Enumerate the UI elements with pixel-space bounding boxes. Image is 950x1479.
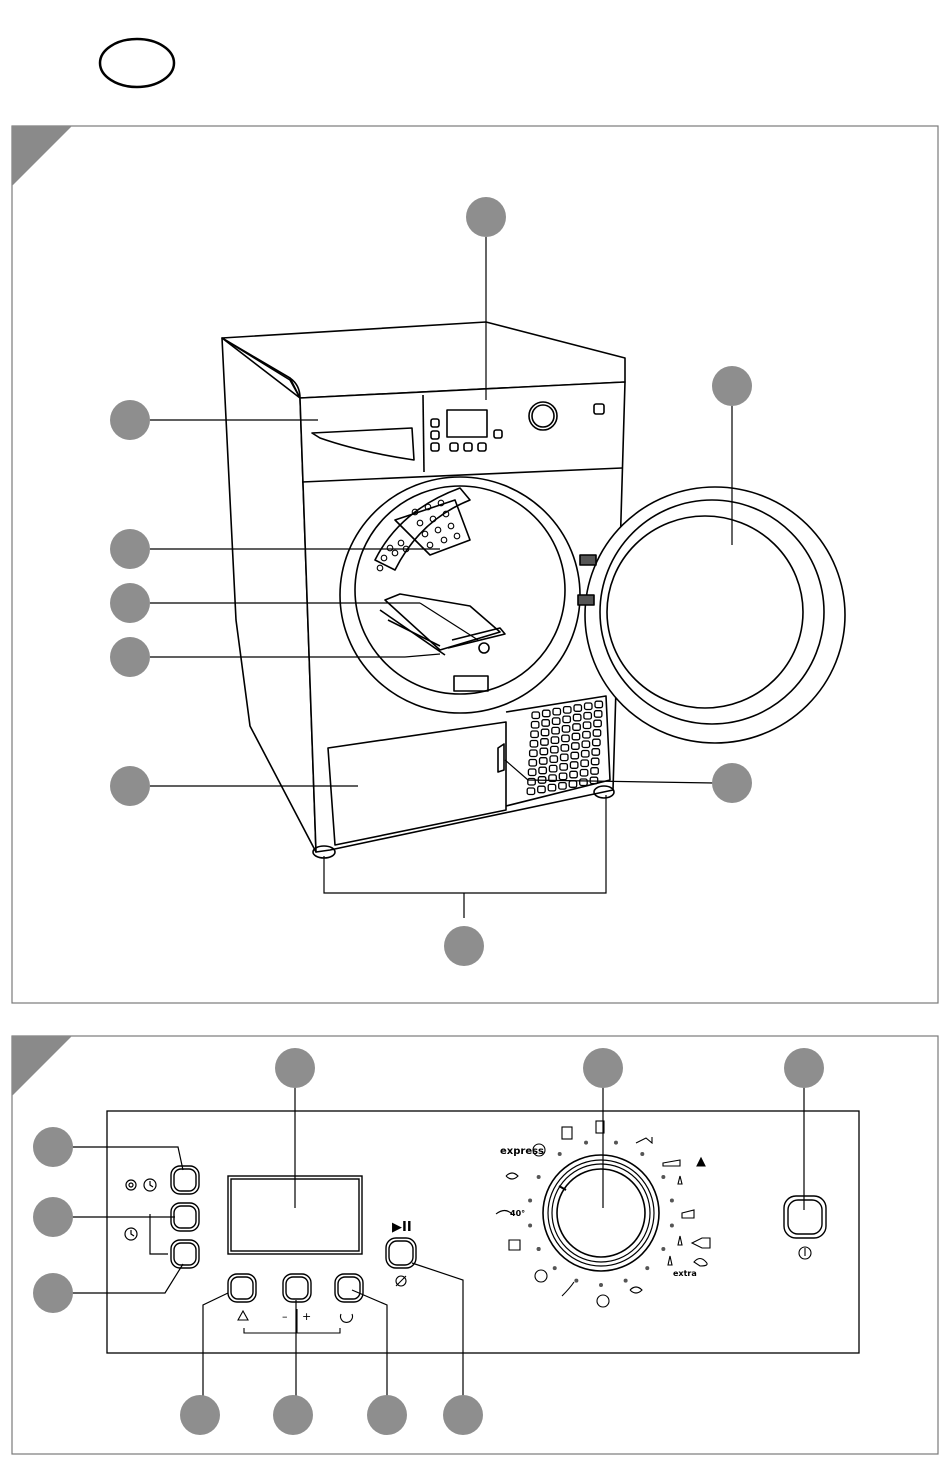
callout-circle: [110, 400, 150, 440]
time-button-1[interactable]: [171, 1203, 199, 1231]
start-pause-button[interactable]: [386, 1238, 416, 1268]
dial-mark: [670, 1224, 674, 1228]
program-dial[interactable]: [543, 1155, 659, 1271]
callout-circle: [33, 1127, 73, 1167]
dryness-icon: [126, 1179, 156, 1191]
express-label: express: [500, 1146, 544, 1157]
callout-circle: [443, 1395, 483, 1435]
dial-mark: [537, 1247, 541, 1251]
callout-circle: [784, 1048, 824, 1088]
dial-mark: [574, 1279, 578, 1283]
dial-mark: [661, 1175, 665, 1179]
dial-mark: [645, 1266, 649, 1270]
callout-circle: [367, 1395, 407, 1435]
dial-mark: [614, 1141, 618, 1145]
bottom-icons: [238, 1309, 353, 1333]
dial-mark: [537, 1175, 541, 1179]
bottom-buttons[interactable]: [228, 1274, 363, 1302]
power-button[interactable]: [784, 1196, 826, 1238]
callout-circle: [583, 1048, 623, 1088]
dryness-time-button[interactable]: [171, 1166, 199, 1194]
callout-circle: [33, 1197, 73, 1237]
time-button-2[interactable]: [171, 1240, 199, 1268]
dryer-illustration: [222, 322, 845, 858]
left-buttons[interactable]: [171, 1166, 199, 1268]
language-badge: [100, 39, 174, 87]
figure-a-corner: [12, 126, 72, 186]
callout-circle: [110, 529, 150, 569]
wool-temp-label: 40°: [510, 1209, 525, 1218]
dial-mark: [670, 1198, 674, 1202]
callout-circle: [180, 1395, 220, 1435]
dial-mark: [624, 1279, 628, 1283]
dial-mark: [558, 1152, 562, 1156]
clock-icon: [125, 1228, 137, 1240]
extra-label: extra: [673, 1269, 697, 1278]
control-panel: [107, 1111, 859, 1353]
callout-circle: [466, 197, 506, 237]
dial-mark: [528, 1224, 532, 1228]
dial-mark: [599, 1283, 603, 1287]
figure-a: [12, 126, 938, 1003]
callout-circle: [712, 366, 752, 406]
figure-b-corner: [12, 1036, 72, 1096]
callout-circle: [110, 583, 150, 623]
callout-circle: [275, 1048, 315, 1088]
play-pause-mark: ▶II: [392, 1220, 412, 1235]
figure-b-callouts: [33, 1048, 824, 1435]
callout-circle: [33, 1273, 73, 1313]
dial-mark: [528, 1198, 532, 1202]
level-button[interactable]: [283, 1274, 311, 1302]
figure-b: – + ▶II: [12, 1036, 938, 1454]
callout-circle: [110, 637, 150, 677]
anticrease-button[interactable]: [335, 1274, 363, 1302]
callout-circle: [712, 763, 752, 803]
buzzer-button[interactable]: [228, 1274, 256, 1302]
delay-icon: [396, 1276, 406, 1286]
callout-circle: [444, 926, 484, 966]
callout-circle: [110, 766, 150, 806]
dial-marks: [528, 1141, 674, 1287]
figure-b-frame: [12, 1036, 938, 1454]
dial-mark: [640, 1152, 644, 1156]
callout-circle: [273, 1395, 313, 1435]
power-icon: [799, 1247, 811, 1259]
minus-mark: –: [282, 1310, 288, 1323]
plus-mark: +: [302, 1310, 311, 1323]
dial-mark: [584, 1141, 588, 1145]
dial-mark: [553, 1266, 557, 1270]
dial-mark: [661, 1247, 665, 1251]
